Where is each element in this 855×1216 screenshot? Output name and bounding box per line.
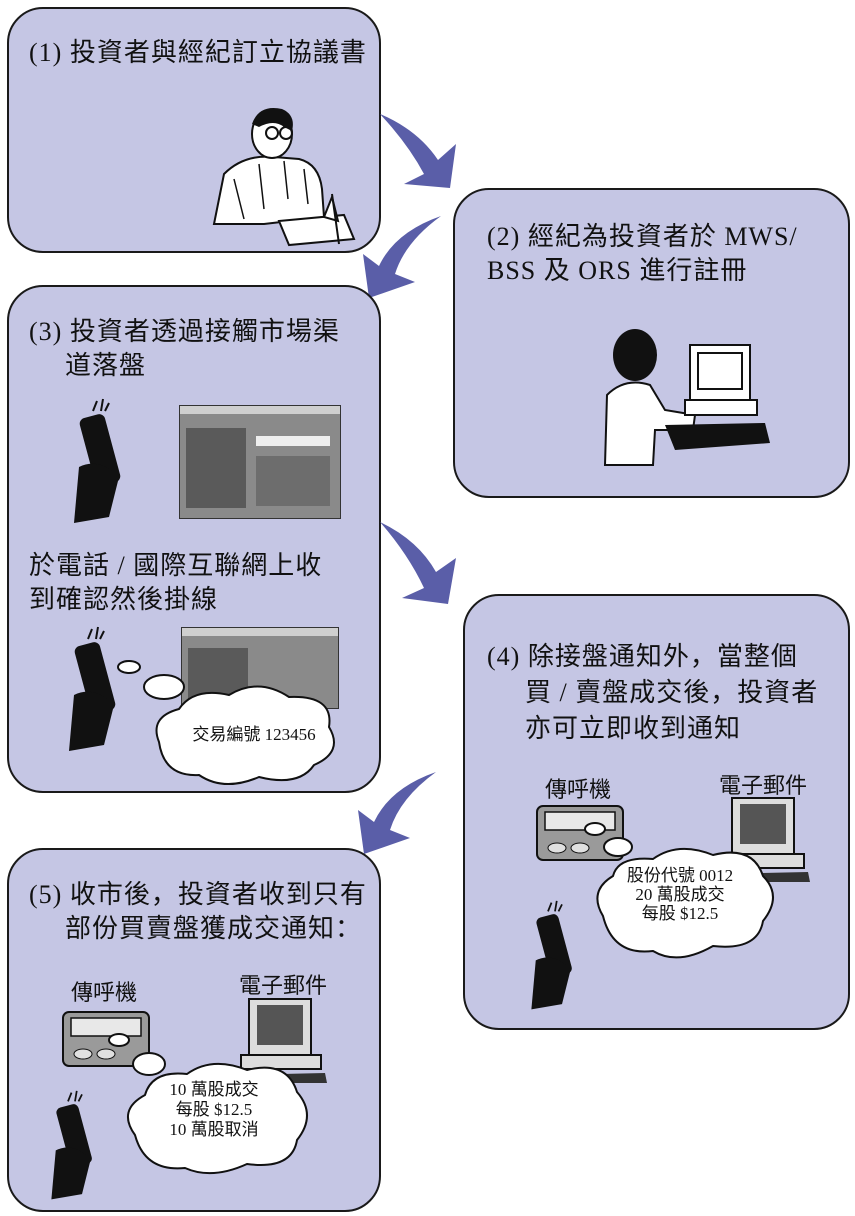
arrow-4-to-5-icon xyxy=(358,772,436,854)
phone-in-hand-icon xyxy=(74,398,121,523)
person-signing-icon xyxy=(212,108,356,247)
step-4-cloud-line1: 股份代號 0012 xyxy=(626,866,734,885)
step-4-cloud-line2: 20 萬股成交 xyxy=(635,885,725,904)
step-2-title-line2: BSS 及 ORS 進行註冊 xyxy=(487,256,748,285)
pager-icon xyxy=(536,805,624,861)
step-5-panel: (5) 收市後，投資者收到只有 部份買賣盤獲成交通知： 傳呼機 電子郵件 10 … xyxy=(7,848,381,1212)
step-4-title-line2: 買 / 賣盤成交後，投資者 xyxy=(525,678,819,707)
step-5-cloud-line2: 每股 $12.5 xyxy=(175,1100,253,1119)
step-4-title-line1: (4) 除接盤通知外，當整個 xyxy=(487,642,798,671)
step-3-title-line1: (3) 投資者透過接觸市場渠 xyxy=(29,317,340,346)
speech-cloud-icon xyxy=(117,660,335,786)
step-5-cloud-line3: 10 萬股取消 xyxy=(169,1120,259,1139)
step-4-panel: (4) 除接盤通知外，當整個 買 / 賣盤成交後，投資者 亦可立即收到通知 傳呼… xyxy=(463,594,850,1030)
phone-in-hand-icon xyxy=(69,626,116,751)
email-label: 電子郵件 xyxy=(239,973,328,998)
email-label: 電子郵件 xyxy=(719,773,808,798)
transaction-number-text: 交易編號 123456 xyxy=(192,725,316,744)
speech-cloud-icon xyxy=(584,822,774,959)
step-2-panel: (2) 經紀為投資者於 MWS/ BSS 及 ORS 進行註冊 xyxy=(453,188,850,498)
step-1-title: (1) 投資者與經紀訂立協議書 xyxy=(29,38,367,67)
arrow-1-to-2-icon xyxy=(380,114,456,188)
phone-in-hand-icon xyxy=(531,900,572,1010)
person-at-computer-icon xyxy=(603,329,770,466)
step-3-sub-line1: 於電話 / 國際互聯網上收 xyxy=(29,551,323,580)
step-2-title-line1: (2) 經紀為投資者於 MWS/ xyxy=(487,222,798,251)
pager-icon xyxy=(62,1011,150,1067)
step-4-cloud-line3: 每股 $12.5 xyxy=(641,904,719,923)
step-5-title-line2: 部份買賣盤獲成交通知： xyxy=(65,914,363,943)
step-3-sub-line2: 到確認然後掛線 xyxy=(29,585,219,614)
speech-cloud-icon xyxy=(108,1033,308,1175)
step-3-panel: (3) 投資者透過接觸市場渠 道落盤 於電話 / 國際互聯網上收 到確認然後掛線… xyxy=(7,285,381,793)
step-5-cloud-line1: 10 萬股成交 xyxy=(169,1080,259,1099)
exchange-website-screenshot xyxy=(179,405,341,519)
pager-label: 傳呼機 xyxy=(71,980,138,1005)
step-4-title-line3: 亦可立即收到通知 xyxy=(525,714,742,743)
arrow-2-to-3-icon xyxy=(363,216,441,298)
step-1-panel: (1) 投資者與經紀訂立協議書 xyxy=(7,7,381,253)
step-3-title-line2: 道落盤 xyxy=(65,351,147,380)
computer-icon xyxy=(720,797,810,882)
arrow-3-to-4-icon xyxy=(380,522,456,604)
pager-label: 傳呼機 xyxy=(545,777,612,802)
phone-in-hand-icon xyxy=(51,1090,92,1200)
step-5-title-line1: (5) 收市後，投資者收到只有 xyxy=(29,880,367,909)
